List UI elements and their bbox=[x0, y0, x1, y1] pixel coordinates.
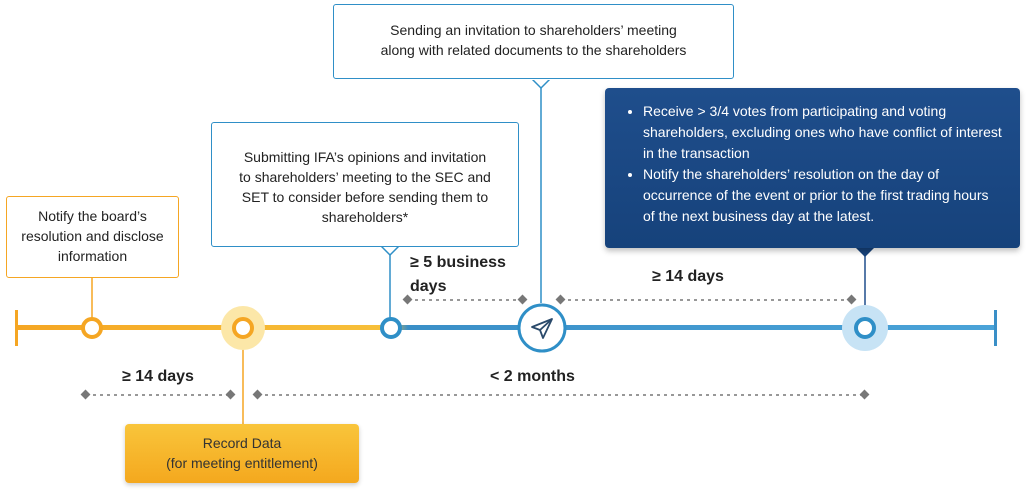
duration-5-business-line-1: ≥ 5 business bbox=[410, 254, 506, 271]
step-send-invitation: Sending an invitation to shareholders’ m… bbox=[333, 4, 734, 79]
duration-2-months: < 2 months bbox=[490, 368, 575, 385]
resolution-bullet-2: Notify the shareholders’ resolution on t… bbox=[643, 164, 1004, 227]
step-notify-board: Notify the board’s resolution and disclo… bbox=[6, 196, 179, 278]
span-2-months bbox=[252, 389, 870, 400]
span-14-days-left bbox=[80, 389, 236, 400]
send-line-2: along with related documents to the shar… bbox=[380, 42, 687, 58]
notify-line-1: Notify the board’s bbox=[38, 208, 147, 224]
record-line-2: (for meeting entitlement) bbox=[166, 455, 318, 471]
step-submit-ifa: Submitting IFA’s opinions and invitation… bbox=[211, 122, 519, 247]
paper-plane-icon bbox=[531, 318, 553, 339]
node-record bbox=[232, 317, 254, 339]
resolution-bullet-1: Receive > 3/4 votes from participating a… bbox=[643, 101, 1004, 164]
submit-line-2: to shareholders’ meeting to the SEC and bbox=[239, 169, 491, 185]
pointer-send bbox=[530, 78, 552, 90]
notify-line-2: resolution and disclose bbox=[21, 228, 164, 244]
pointer-resolution bbox=[855, 247, 875, 257]
node-notify bbox=[81, 317, 103, 339]
node-resolution bbox=[854, 317, 876, 339]
duration-14-days-right: ≥ 14 days bbox=[652, 268, 724, 285]
node-submit bbox=[380, 317, 402, 339]
timeline-end-cap bbox=[994, 310, 997, 346]
duration-5-business-line-2: days bbox=[410, 278, 447, 295]
submit-line-3: SET to consider before sending them to bbox=[241, 189, 489, 205]
duration-14-days-left: ≥ 14 days bbox=[122, 368, 194, 385]
span-14-days-right bbox=[555, 294, 857, 305]
submit-line-4: shareholders* bbox=[321, 209, 409, 225]
submit-line-1: Submitting IFA’s opinions and invitation bbox=[243, 149, 487, 165]
step-record-data: Record Data (for meeting entitlement) bbox=[125, 424, 359, 483]
timeline-start-cap bbox=[15, 310, 18, 346]
pointer-submit bbox=[379, 245, 401, 257]
notify-line-3: information bbox=[57, 248, 128, 264]
span-5-business-days bbox=[402, 294, 528, 305]
step-resolution: Receive > 3/4 votes from participating a… bbox=[605, 88, 1020, 248]
send-line-1: Sending an invitation to shareholders’ m… bbox=[390, 22, 677, 38]
record-line-1: Record Data bbox=[202, 435, 282, 451]
resolution-list: Receive > 3/4 votes from participating a… bbox=[623, 101, 1004, 227]
timeline-line bbox=[16, 325, 996, 330]
